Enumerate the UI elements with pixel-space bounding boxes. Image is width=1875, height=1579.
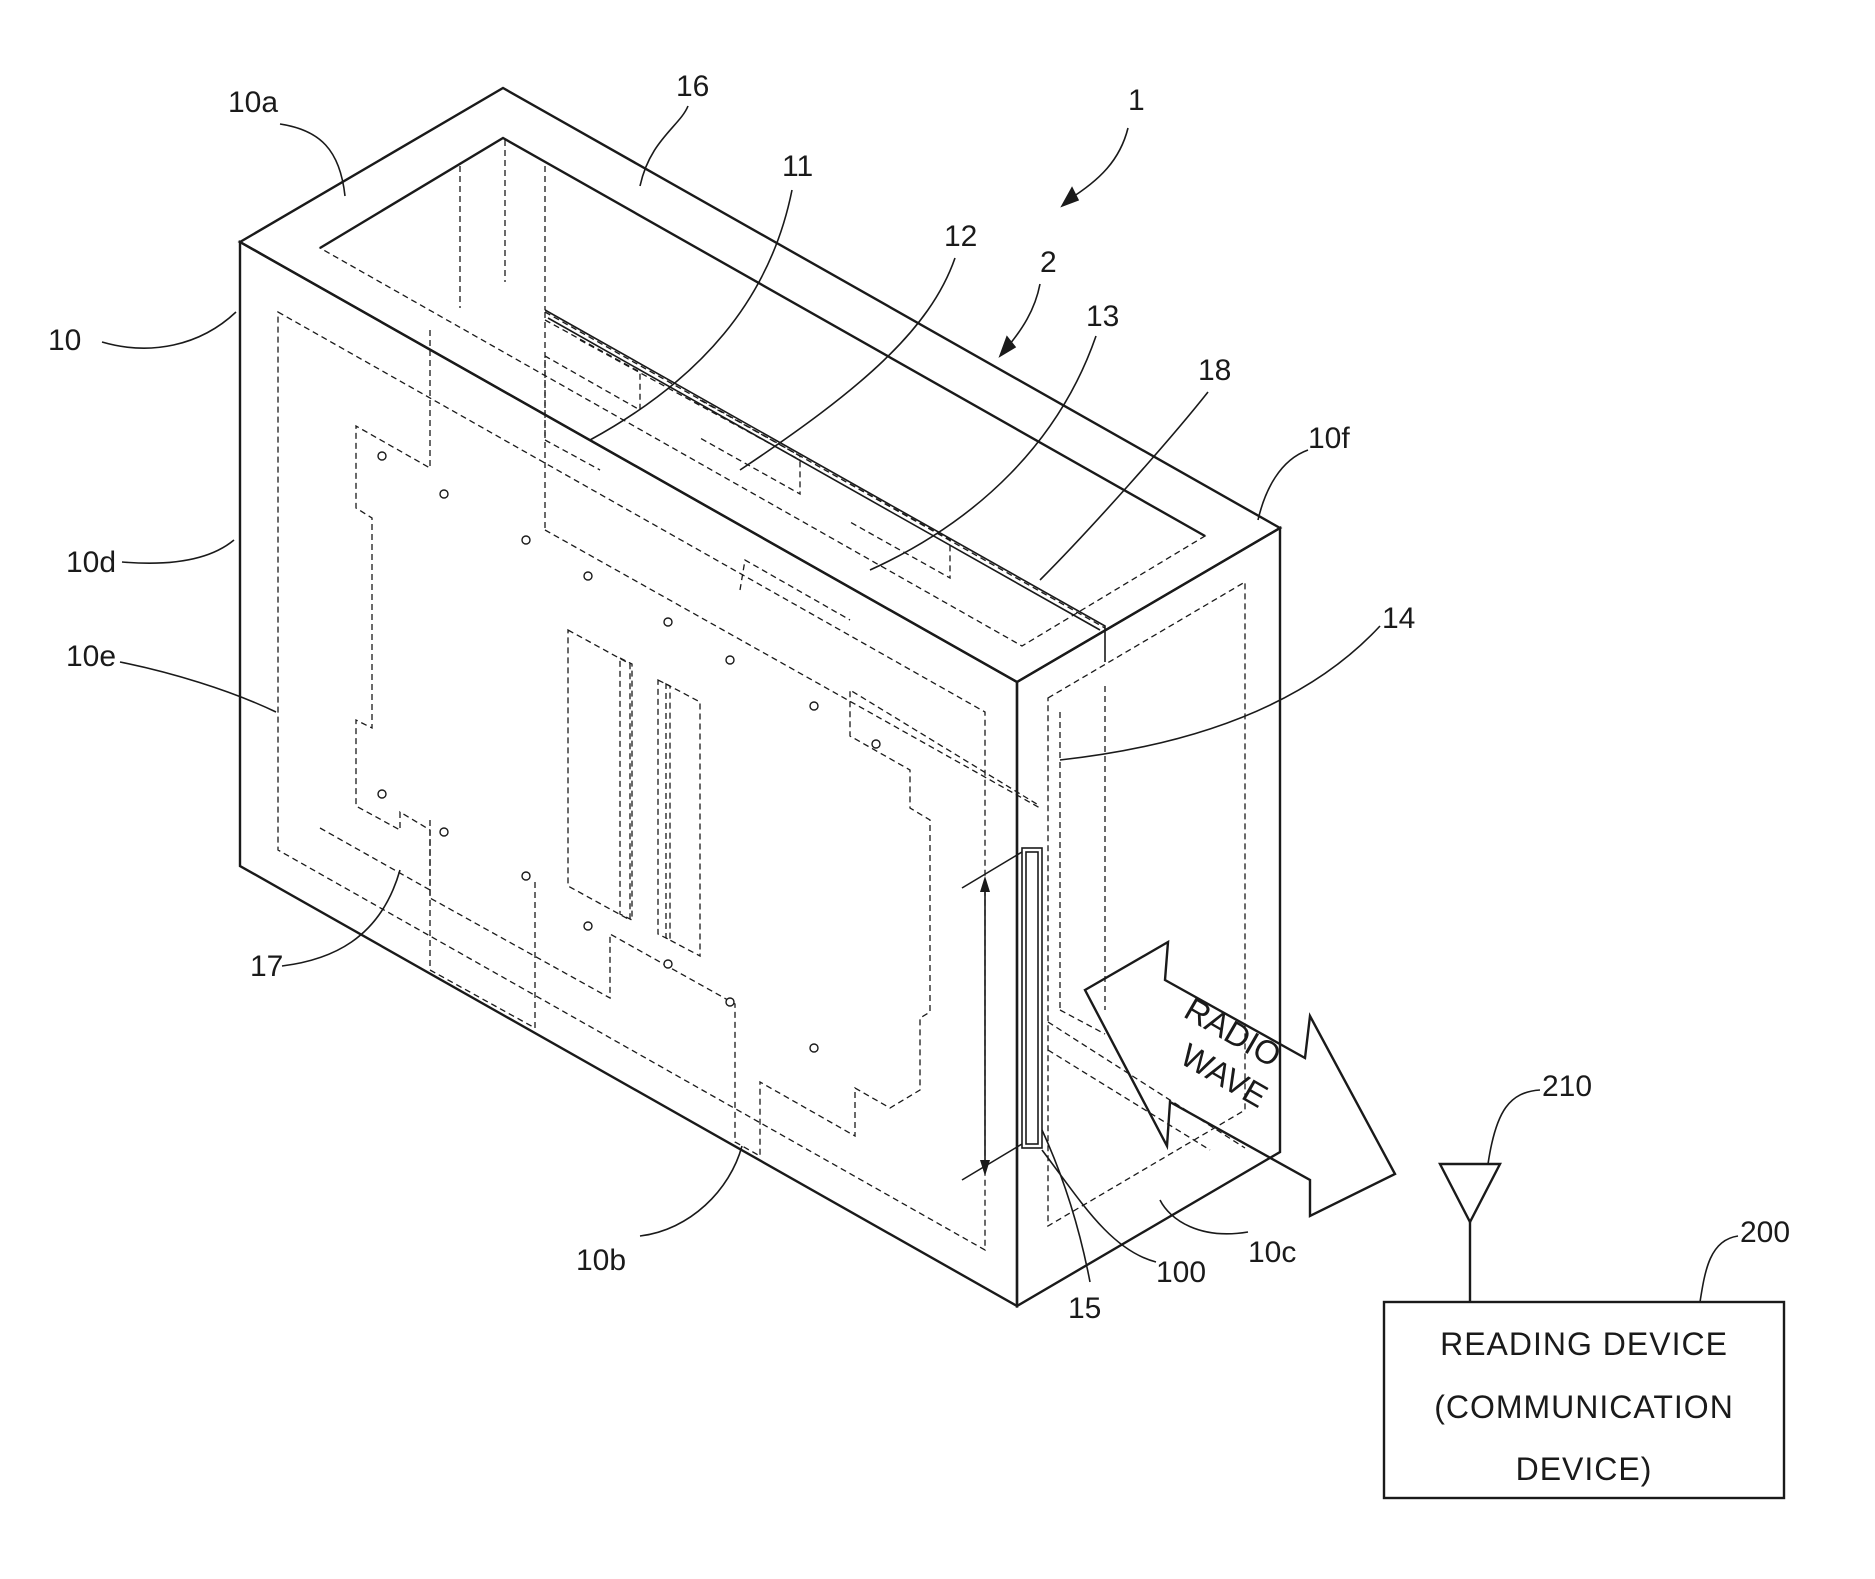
label-16: 16 [676,70,709,103]
label-11: 11 [782,150,813,183]
label-14: 14 [1382,602,1415,635]
module-2 [545,310,1105,662]
label-12: 12 [944,220,977,253]
dimension-arrow [962,852,1022,1180]
reading-device-line3: DEVICE) [1516,1451,1653,1487]
reading-device-line2: (COMMUNICATION [1434,1389,1734,1425]
reading-device-box: READING DEVICE (COMMUNICATION DEVICE) [1384,1302,1784,1498]
label-10: 10 [48,324,81,357]
label-10a: 10a [228,86,278,119]
label-10e: 10e [66,640,116,673]
label-10f: 10f [1308,422,1350,455]
leader-lines [102,106,1738,1302]
label-13: 13 [1086,300,1119,333]
label-2: 2 [1040,246,1057,279]
reading-device-line1: READING DEVICE [1440,1326,1728,1362]
label-1: 1 [1128,84,1145,117]
label-17: 17 [250,950,283,983]
screw-holes [378,452,880,1052]
reference-labels: 1 2 10a 16 11 12 13 18 10f 14 10 10d 10e… [48,70,1790,1325]
label-18: 18 [1198,354,1231,387]
label-10c: 10c [1248,1236,1296,1269]
label-10d: 10d [66,546,116,579]
rfid-tag [1022,848,1042,1148]
antenna [1440,1164,1500,1302]
label-200: 200 [1740,1216,1790,1249]
label-100: 100 [1156,1256,1206,1289]
label-210: 210 [1542,1070,1592,1103]
label-10b: 10b [576,1244,626,1277]
label-15: 15 [1068,1292,1101,1325]
